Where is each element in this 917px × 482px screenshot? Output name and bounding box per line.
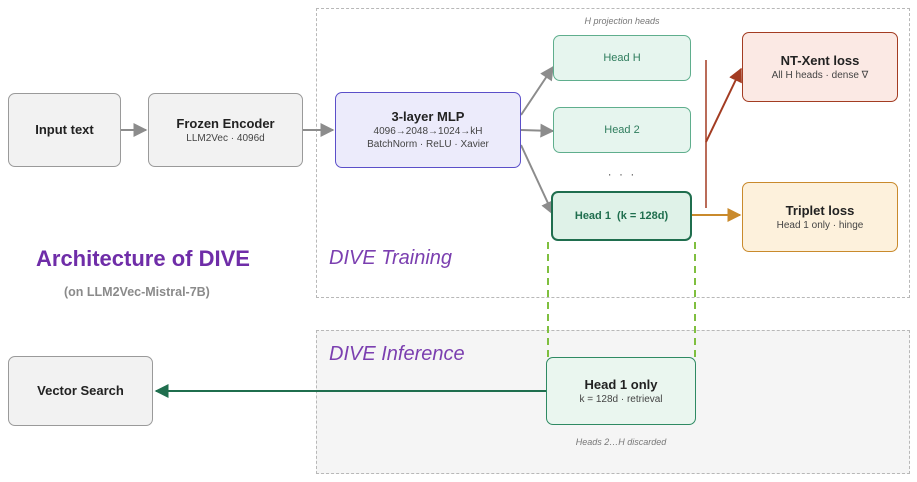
input-text-title: Input text bbox=[35, 122, 94, 137]
triplet-sub: Head 1 only · hinge bbox=[776, 219, 864, 231]
mlp-sub-layers: BatchNorm · ReLU · Xavier bbox=[367, 139, 489, 150]
frozen-encoder-title: Frozen Encoder bbox=[176, 115, 275, 131]
training-region bbox=[316, 8, 910, 298]
ntxent-sub: All H heads · dense ∇ bbox=[771, 69, 869, 81]
vector-search-node: Vector Search bbox=[8, 356, 153, 426]
diagram-title: Architecture of DIVE bbox=[36, 246, 250, 271]
mlp-sub-dims: 4096→2048→1024→kH bbox=[373, 126, 483, 137]
heads-discarded-note: Heads 2…H discarded bbox=[575, 437, 667, 447]
heads-ellipsis: · · · bbox=[607, 167, 637, 181]
frozen-encoder-node: Frozen Encoder LLM2Vec · 4096d bbox=[148, 93, 303, 167]
arrow-mlp-to-head-2 bbox=[520, 123, 555, 138]
frozen-encoder-sub: LLM2Vec · 4096d bbox=[186, 132, 265, 144]
triplet-loss-node: Triplet loss Head 1 only · hinge bbox=[742, 182, 898, 252]
training-region-label: DIVE Training bbox=[329, 247, 453, 269]
ntxent-title: NT-Xent loss bbox=[780, 52, 860, 68]
arrow-to-ntxent bbox=[705, 67, 742, 143]
ntxent-loss-node: NT-Xent loss All H heads · dense ∇ bbox=[742, 32, 898, 102]
inference-region bbox=[316, 330, 910, 474]
head-h-title: Head H bbox=[603, 52, 641, 64]
head-1-only-sub: k = 128d · retrieval bbox=[579, 393, 663, 405]
heads-caption: H projection heads bbox=[584, 16, 660, 26]
head-1-title: Head 1 (k = 128d) bbox=[574, 210, 669, 222]
head-2-title: Head 2 bbox=[604, 124, 640, 136]
head-1-node: Head 1 (k = 128d) bbox=[551, 191, 692, 241]
input-text-node: Input text bbox=[8, 93, 121, 167]
arrow-mlp-to-head-h bbox=[520, 65, 554, 116]
mlp-title: 3-layer MLP bbox=[391, 109, 465, 124]
triplet-title: Triplet loss bbox=[785, 202, 855, 218]
diagram-subtitle: (on LLM2Vec-Mistral-7B) bbox=[64, 285, 210, 299]
head-h-node: Head H bbox=[553, 35, 691, 81]
head-2-node: Head 2 bbox=[553, 107, 691, 153]
mlp-node: 3-layer MLP 4096→2048→1024→kH BatchNorm … bbox=[335, 92, 521, 168]
vector-search-title: Vector Search bbox=[37, 383, 124, 398]
head-1-only-title: Head 1 only bbox=[584, 376, 658, 392]
inference-region-label: DIVE Inference bbox=[329, 343, 465, 365]
arrow-mlp-to-head-1 bbox=[520, 144, 555, 216]
head-1-only-node: Head 1 only k = 128d · retrieval bbox=[546, 357, 696, 425]
